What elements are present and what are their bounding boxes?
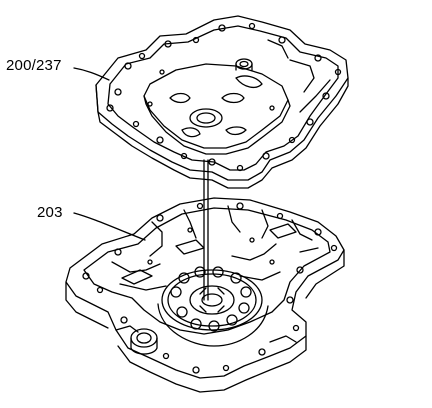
leader-line-cover — [73, 67, 110, 81]
upper-cover-plate — [95, 15, 349, 189]
leader-line-body — [73, 212, 146, 241]
lower-pump-body — [65, 197, 345, 393]
callout-label-cover: 200/237 — [6, 57, 62, 74]
callout-label-body: 203 — [37, 204, 63, 221]
